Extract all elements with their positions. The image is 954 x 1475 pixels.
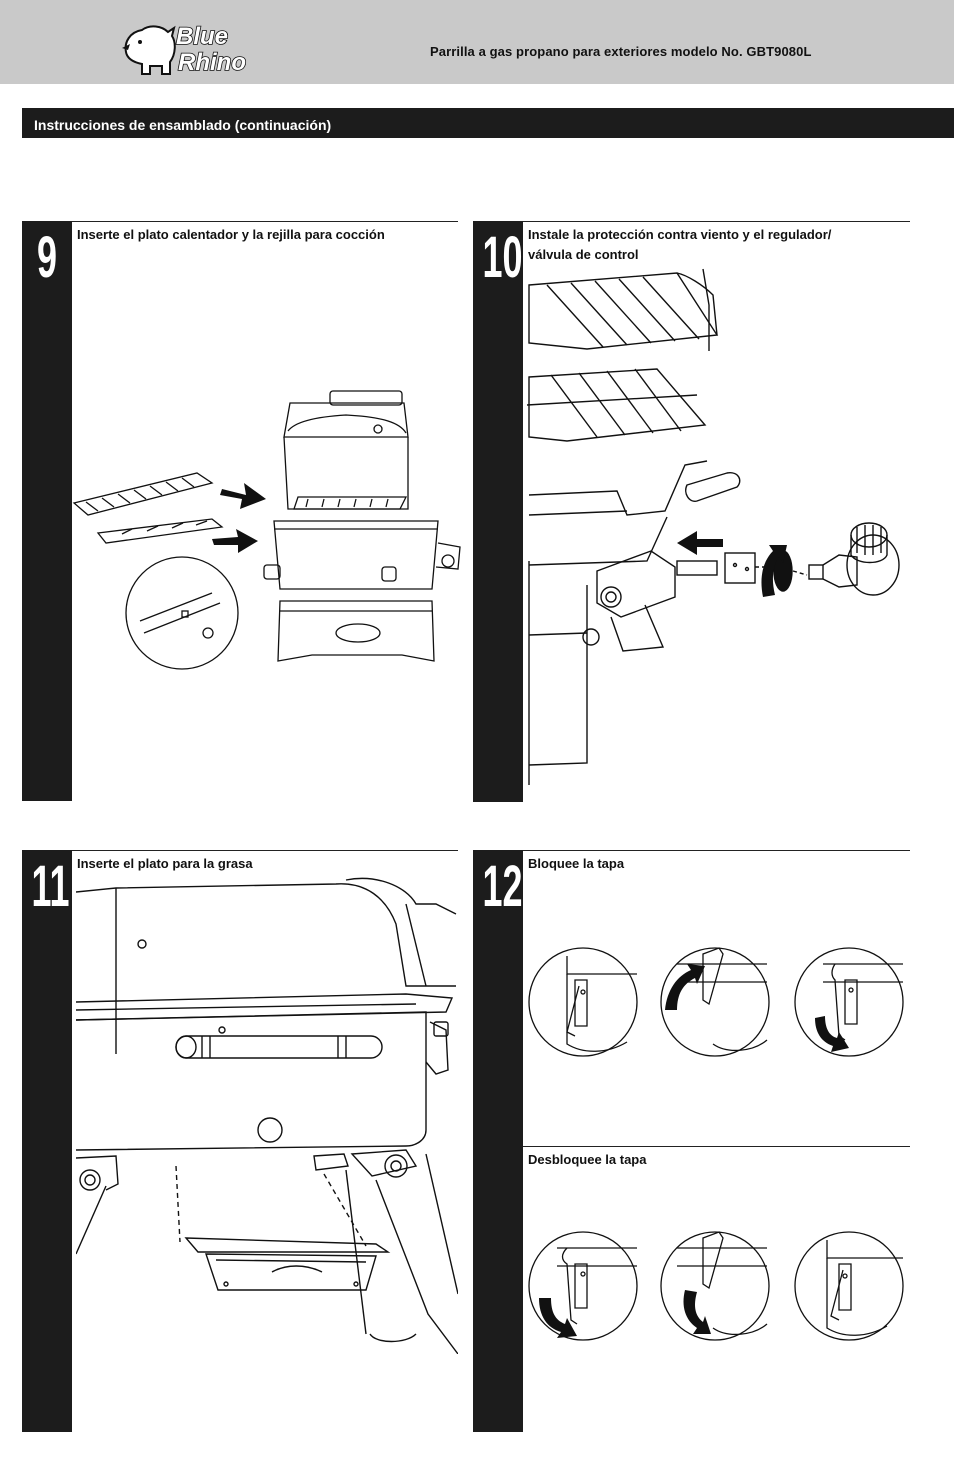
step-rule bbox=[72, 850, 458, 851]
sub-rule bbox=[523, 1146, 910, 1147]
step-number: 12 bbox=[482, 854, 523, 919]
step-number: 9 bbox=[36, 225, 57, 290]
step-number-bar: 9 bbox=[22, 221, 72, 801]
document-title: Parrilla a gas propano para exteriores m… bbox=[430, 44, 812, 59]
section-title: Instrucciones de ensamblado (continuació… bbox=[34, 117, 332, 133]
regulator-illustration bbox=[527, 268, 900, 785]
step-number: 11 bbox=[31, 854, 70, 919]
blue-rhino-logo: Blue Rhino bbox=[122, 22, 247, 77]
step-9: 9 Inserte el plato calentador y la rejil… bbox=[22, 221, 461, 801]
unlock-title: Desbloquee la tapa bbox=[528, 1152, 647, 1167]
step-number-bar: 10 bbox=[473, 221, 523, 802]
step-title: Inserte el plato calentador y la rejilla… bbox=[77, 227, 385, 242]
svg-text:Rhino: Rhino bbox=[178, 49, 246, 76]
lock-lid-illustration bbox=[528, 947, 904, 1057]
grease-tray-illustration bbox=[76, 877, 458, 1354]
step-rule bbox=[523, 221, 910, 222]
page-header: Blue Rhino Parrilla a gas propano para e… bbox=[0, 0, 954, 84]
step-title: Instale la protección contra viento y el… bbox=[528, 227, 832, 262]
grill-insert-illustration bbox=[72, 390, 461, 670]
section-bar: Instrucciones de ensamblado (continuació… bbox=[22, 108, 954, 138]
step-11: 11 Inserte el plato para la grasa bbox=[22, 850, 458, 1432]
step-12: 12 Bloquee la tapa Desbloquee la tapa bbox=[473, 850, 910, 1432]
step-number-bar: 11 bbox=[22, 850, 72, 1432]
lock-title: Bloquee la tapa bbox=[528, 856, 625, 871]
step-10: 10 Instale la protección contra viento y… bbox=[473, 221, 910, 802]
step-number-bar: 12 bbox=[473, 850, 523, 1432]
step-title: Inserte el plato para la grasa bbox=[77, 856, 253, 871]
step-number: 10 bbox=[482, 225, 523, 290]
svg-text:Blue: Blue bbox=[176, 23, 228, 50]
unlock-lid-illustration bbox=[528, 1231, 904, 1341]
step-rule bbox=[523, 850, 910, 851]
step-rule bbox=[72, 221, 458, 222]
